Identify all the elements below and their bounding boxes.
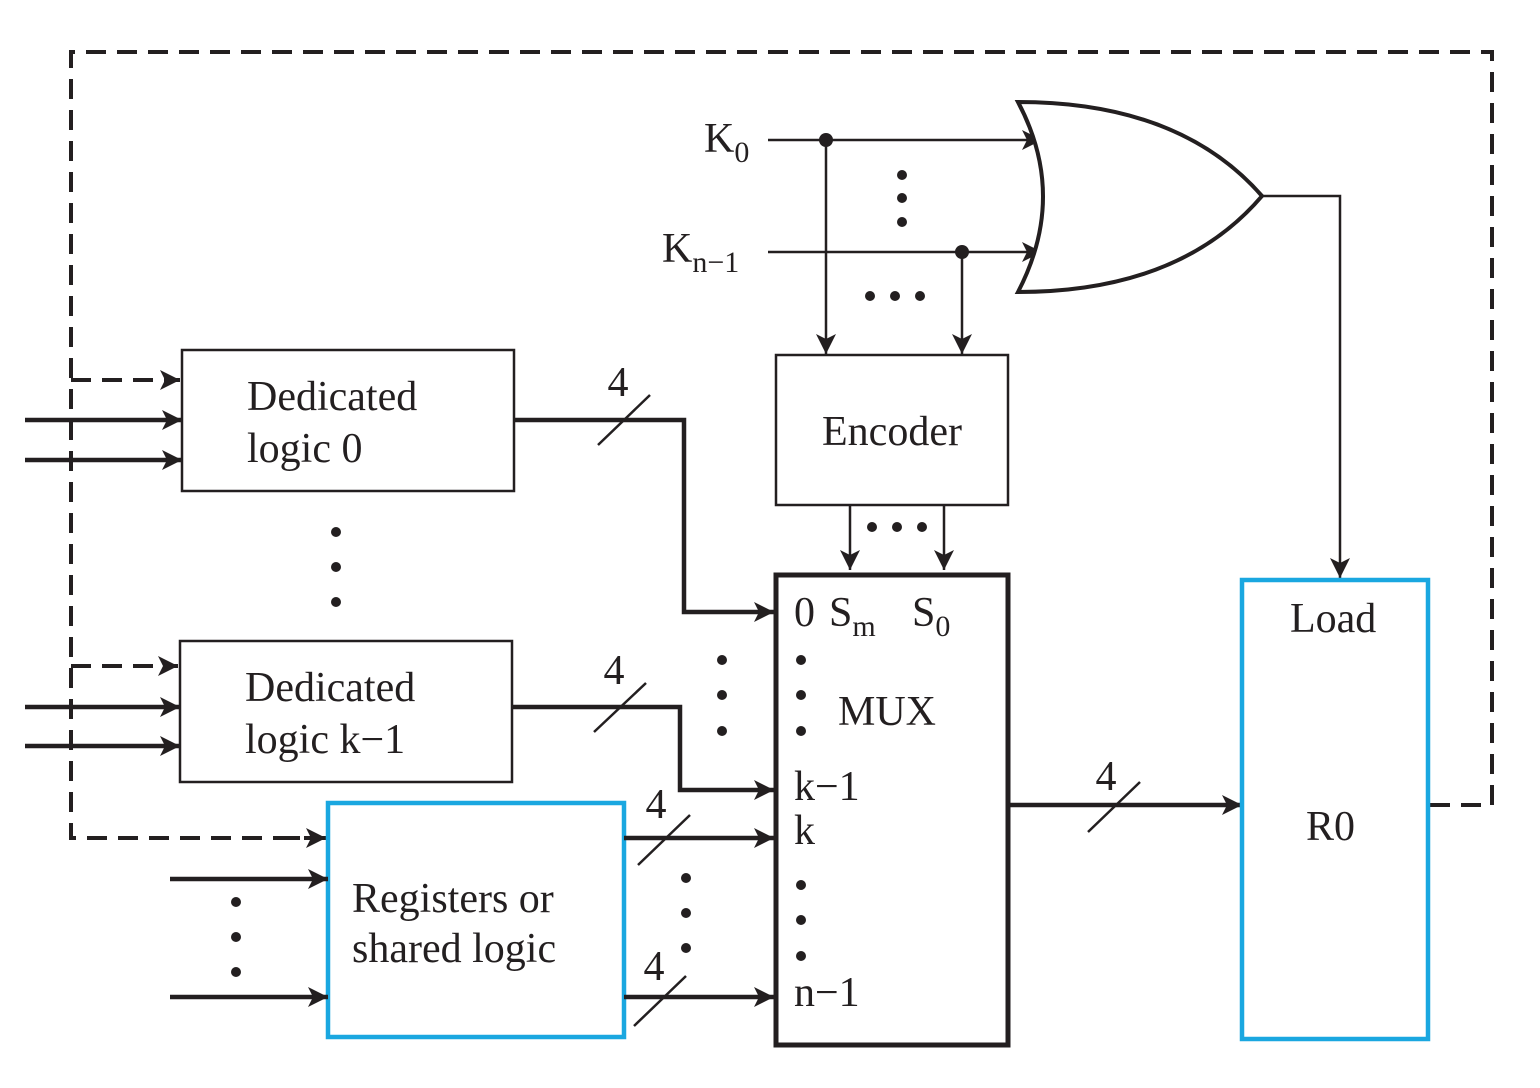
or-gate [1014, 99, 1265, 295]
logick1-bus-slash [593, 682, 647, 733]
registers-n1-bus-width: 4 [644, 944, 665, 990]
encoder-block [774, 353, 1010, 507]
r0-load-label: Load [1290, 596, 1376, 642]
mux-block [773, 572, 1011, 1048]
logick1-bus-width: 4 [604, 648, 625, 694]
dedicated-logic-0-label: Dedicated logic 0 [247, 374, 428, 472]
dedicated-logic-k1-label: Dedicated logic k−1 [245, 665, 426, 763]
logic0-output-bus [514, 417, 774, 622]
or-output-wire [1262, 194, 1350, 578]
dedicated-logic-k1-block [178, 639, 514, 784]
mux-left-lower-dots [681, 873, 691, 953]
mux-label: MUX [838, 689, 936, 735]
registers-input-dots [231, 897, 241, 977]
mux-left-upper-dots [717, 655, 727, 736]
mux-input-k-label: k [794, 808, 815, 854]
registers-shared-logic-label: Registers or shared logic [352, 876, 564, 972]
mux-output-slash [1087, 781, 1141, 833]
dedicated-logic-0-block [180, 348, 516, 493]
feedback-loop-dashed [69, 50, 1494, 840]
mux-select-s0-label: S0 [912, 590, 950, 643]
mux-select-sm-label: Sm [829, 590, 876, 643]
mux-input-0-label: 0 [794, 590, 815, 636]
mux-inner-lower-dots [796, 880, 806, 961]
r0-label: R0 [1306, 804, 1355, 850]
logick1-output-bus [512, 704, 774, 800]
mux-inner-upper-dots [796, 655, 806, 736]
dedicated-vertical-dots [331, 527, 341, 607]
k0-label: K0 [704, 116, 749, 169]
kn1-label: Kn−1 [662, 226, 739, 279]
k-vertical-dots [897, 170, 907, 227]
encoder-output-dots [867, 522, 927, 532]
mux-output-bus-width: 4 [1096, 754, 1117, 800]
registers-n1-slash [633, 975, 687, 1027]
r0-register-block [1239, 577, 1431, 1042]
encoder-label: Encoder [822, 409, 962, 455]
encoder-input-dots [865, 291, 925, 301]
registers-k-slash [637, 814, 691, 866]
mux-input-n1-label: n−1 [794, 970, 860, 1016]
logic0-bus-width: 4 [608, 360, 629, 406]
logic0-bus-slash [597, 394, 651, 446]
registers-shared-logic-block [325, 800, 627, 1040]
registers-k-bus-width: 4 [646, 782, 667, 828]
mux-input-k1-label: k−1 [794, 764, 860, 810]
